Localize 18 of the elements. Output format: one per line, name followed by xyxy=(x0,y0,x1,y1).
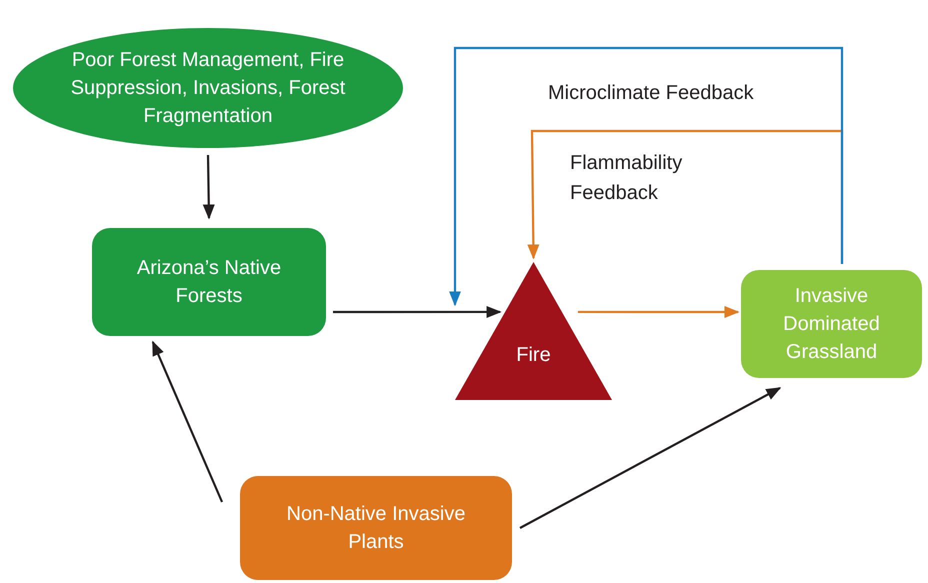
fire-triangle xyxy=(455,262,612,400)
invasive-plants-box xyxy=(240,476,512,580)
arrow xyxy=(202,154,215,220)
node-label: Fire xyxy=(516,343,551,368)
cause-ellipse xyxy=(13,28,403,148)
arrow xyxy=(578,306,740,318)
edge-label: Microclimate Feedback xyxy=(548,81,755,106)
arrow xyxy=(333,306,502,318)
edge-label: Flammability Feedback xyxy=(570,151,684,206)
forest-box xyxy=(92,228,326,336)
node-label: Invasive Dominated Grassland xyxy=(782,284,881,365)
arrow xyxy=(519,387,782,529)
node-label: Poor Forest Management, Fire Suppression, Invasions, Forest Fragmentation xyxy=(70,48,346,129)
node-label: Non-Native Invasive Plants xyxy=(286,502,466,555)
arrow xyxy=(449,46,844,306)
node-label: Arizona’s Native Forests xyxy=(136,256,282,309)
arrow xyxy=(152,340,224,502)
grassland-box xyxy=(741,270,922,378)
